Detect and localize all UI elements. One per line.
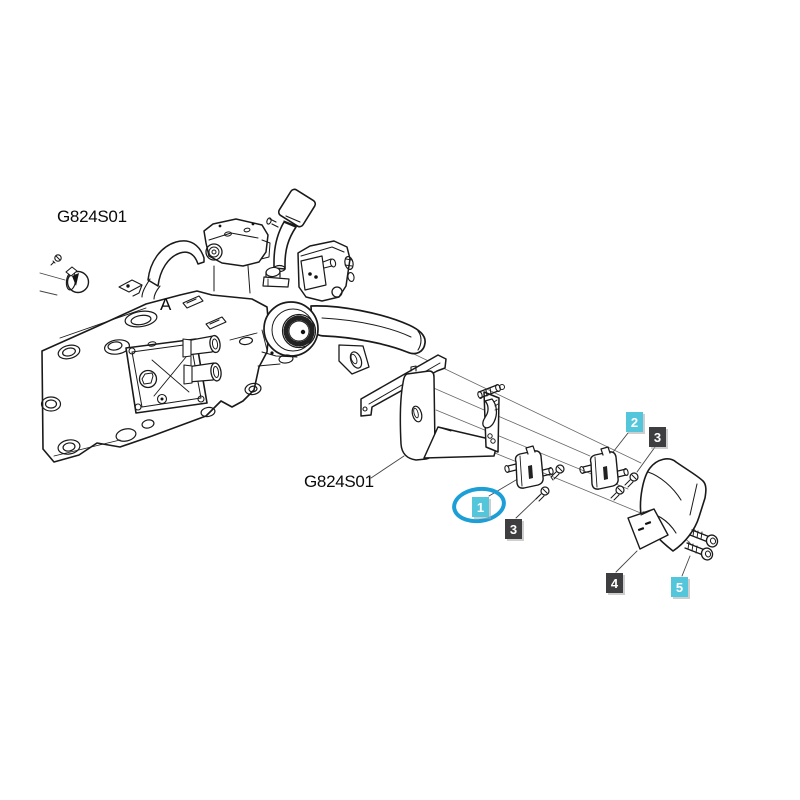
guard-cover [627,458,707,552]
bracket-hook-pin [477,384,505,429]
callout-3b-badge[interactable]: 3 [505,519,522,539]
callout-1-badge[interactable]: 1 [472,497,489,517]
control-lever [262,188,317,288]
section-marker-a: A [160,295,172,314]
rubber-mount-1 [504,445,554,489]
callout-3a-badge[interactable]: 3 [649,427,666,447]
front-valve-block [125,338,208,414]
rubber-mount-2 [579,446,629,490]
part-code-ref-label: G824S01 [304,472,374,491]
callout-2-badge[interactable]: 2 [626,412,643,432]
mount-screws [535,464,639,502]
flange-bolts [684,528,719,561]
valve-ports [182,334,222,385]
housing-tabs [118,279,227,330]
side-plate [297,240,355,302]
saddle-band [141,240,205,300]
callout-5-badge[interactable]: 5 [671,577,688,597]
lift-arm [310,305,426,375]
plug-part [50,254,90,294]
lift-arm-hub [257,301,319,367]
top-valve-block [203,218,271,294]
housing-holes [40,310,274,455]
part-code-top-label: G824S01 [57,207,127,226]
callout-4-badge[interactable]: 4 [606,573,623,593]
